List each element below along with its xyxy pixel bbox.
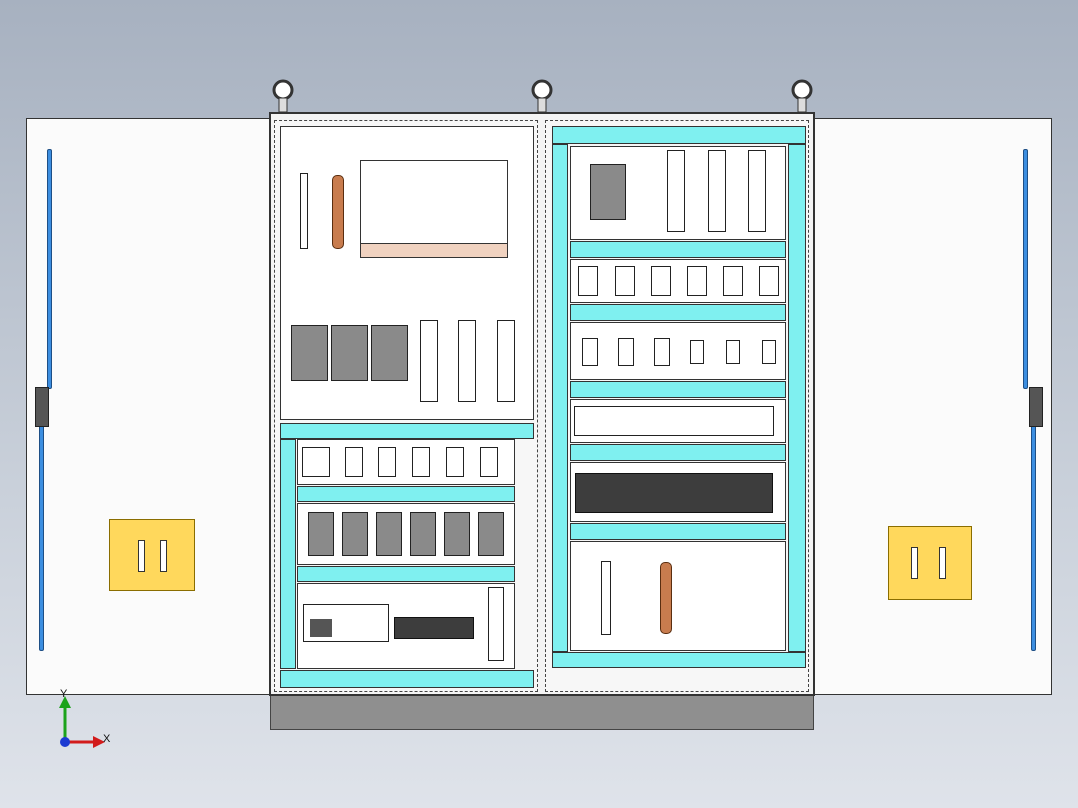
copper-busbar <box>332 175 344 249</box>
din-rail-left-3 <box>297 566 515 582</box>
right-plate-3 <box>570 322 786 380</box>
right-door-hinge-bar-lower <box>1031 419 1036 651</box>
contactor <box>444 512 470 556</box>
left-side-rail <box>280 439 296 669</box>
lifting-eye-icon <box>531 79 553 113</box>
mini-breaker[interactable] <box>345 447 363 477</box>
fuse-holder-icon <box>708 150 726 232</box>
terminal-strip <box>300 173 308 249</box>
left-door <box>26 118 272 695</box>
din-rail-left-4 <box>280 670 534 688</box>
fuse-holder-icon <box>458 320 476 402</box>
mini-breaker[interactable] <box>687 266 707 296</box>
right-frame-top <box>552 126 806 144</box>
handle-slot <box>911 547 918 579</box>
din-rail-left-1 <box>280 423 534 439</box>
lifting-eye-icon <box>272 79 294 113</box>
din-rail-right-3 <box>570 381 786 398</box>
main-switch-block <box>360 160 508 258</box>
plc-display <box>310 619 332 637</box>
mini-breaker[interactable] <box>651 266 671 296</box>
left-door-handle[interactable] <box>109 519 195 591</box>
surge-protector <box>582 338 598 366</box>
molded-case-breaker[interactable] <box>590 164 626 220</box>
power-supply <box>488 587 504 661</box>
contactor <box>342 512 368 556</box>
surge-protector <box>762 340 776 364</box>
din-rail-right-5 <box>570 523 786 540</box>
terminal-row <box>574 406 774 436</box>
right-door-handle[interactable] <box>888 526 972 600</box>
lifting-eye-icon <box>791 79 813 113</box>
contactor <box>478 512 504 556</box>
surge-protector <box>654 338 670 366</box>
surge-protector <box>690 340 704 364</box>
plc-controller <box>303 604 389 642</box>
molded-case-breaker[interactable] <box>331 325 368 381</box>
right-door-latch[interactable] <box>1029 387 1043 427</box>
mini-breaker[interactable] <box>615 266 635 296</box>
din-rail-left-2 <box>297 486 515 502</box>
molded-case-breaker[interactable] <box>291 325 328 381</box>
right-frame-left <box>552 144 568 652</box>
terminal-block <box>394 617 474 639</box>
din-rail-right-4 <box>570 444 786 461</box>
mini-breaker[interactable] <box>759 266 779 296</box>
terminal-strip <box>601 561 611 635</box>
left-door-latch[interactable] <box>35 387 49 427</box>
mini-breaker[interactable] <box>302 447 330 477</box>
handle-slot <box>138 540 145 572</box>
right-door-hinge-bar-upper <box>1023 149 1028 389</box>
handle-slot <box>939 547 946 579</box>
left-door-hinge-bar-upper <box>47 149 52 389</box>
cabinet-base <box>270 693 814 730</box>
fuse-holder-icon <box>497 320 515 402</box>
mini-breaker[interactable] <box>578 266 598 296</box>
contactor <box>308 512 334 556</box>
right-frame-bottom <box>552 652 806 668</box>
right-plate-2 <box>570 259 786 303</box>
fuse-holder-icon <box>667 150 685 232</box>
mini-breaker[interactable] <box>723 266 743 296</box>
mini-breaker[interactable] <box>412 447 430 477</box>
mini-breaker[interactable] <box>378 447 396 477</box>
axis-x-label: X <box>103 733 111 745</box>
din-rail-right-1 <box>570 241 786 258</box>
copper-busbar <box>660 562 672 634</box>
mini-breaker[interactable] <box>480 447 498 477</box>
contactor <box>376 512 402 556</box>
left-door-hinge-bar-lower <box>39 419 44 651</box>
right-door <box>812 118 1052 695</box>
fuse-holder-icon <box>420 320 438 402</box>
left-lower-plate-1 <box>297 439 515 485</box>
molded-case-breaker[interactable] <box>371 325 408 381</box>
mini-breaker[interactable] <box>446 447 464 477</box>
surge-protector <box>726 340 740 364</box>
axis-y-label: Y <box>60 688 68 700</box>
din-rail-right-2 <box>570 304 786 321</box>
relay-row <box>575 473 773 513</box>
handle-slot <box>160 540 167 572</box>
main-switch-base <box>361 243 507 257</box>
contactor <box>410 512 436 556</box>
right-frame-right <box>788 144 806 652</box>
axis-triad-icon <box>59 696 105 748</box>
surge-protector <box>618 338 634 366</box>
fuse-holder-icon <box>748 150 766 232</box>
